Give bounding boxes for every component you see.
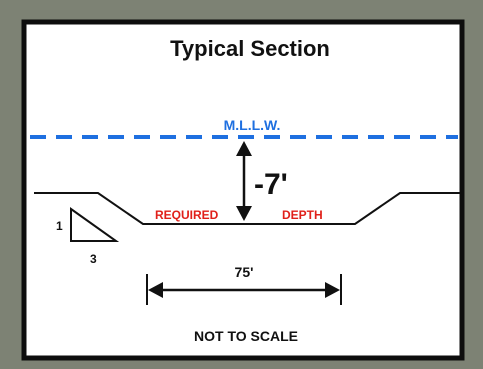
slope-run-label: 3 (90, 252, 97, 266)
slope-triangle (70, 207, 120, 242)
width-dim-head-left (148, 282, 163, 298)
depth-arrow-head-down (236, 206, 252, 221)
bottom-width-label: 75' (235, 264, 254, 280)
scale-note: NOT TO SCALE (194, 328, 298, 344)
slope-rise-label: 1 (56, 219, 63, 233)
depth-arrow-head-up (236, 141, 252, 156)
diagram-title: Typical Section (170, 36, 330, 61)
channel-profile (34, 192, 460, 225)
depth-word-label: DEPTH (282, 208, 323, 222)
mllw-label: M.L.L.W. (224, 117, 281, 133)
width-dim-head-right (325, 282, 340, 298)
depth-value-label: -7' (254, 168, 288, 201)
required-label: REQUIRED (155, 208, 219, 222)
